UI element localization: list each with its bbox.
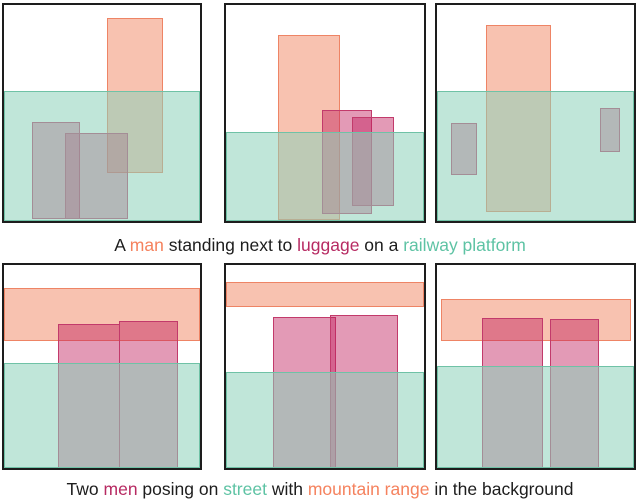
street-box: [226, 372, 424, 468]
caption-word: on a: [359, 235, 404, 255]
layout-panel-r1-c3: [435, 3, 636, 223]
caption-word: street: [223, 479, 267, 499]
caption-word: men: [103, 479, 138, 499]
mountain-range-box: [226, 282, 424, 307]
railway-platform-box: [437, 91, 634, 221]
figure-caption-1: A man standing next to luggage on a rail…: [0, 233, 640, 257]
street-box: [437, 366, 634, 468]
mountain-range-box: [4, 288, 200, 341]
layout-panel-r1-c1: [2, 3, 202, 223]
layout-panel-r2-c2: [224, 263, 426, 470]
layout-panel-r1-c2: [224, 3, 426, 223]
caption-word: standing next to: [163, 235, 298, 255]
caption-word: luggage: [297, 235, 360, 255]
caption-word: A: [114, 235, 130, 255]
caption-word: man: [129, 235, 164, 255]
mountain-range-box: [441, 299, 631, 341]
caption-word: posing on: [137, 479, 224, 499]
caption-word: railway platform: [403, 235, 526, 255]
caption-word: mountain range: [307, 479, 430, 499]
layout-panel-r2-c1: [2, 263, 202, 470]
caption-word: with: [266, 479, 308, 499]
railway-platform-box: [226, 132, 424, 221]
caption-word: Two: [66, 479, 104, 499]
caption-word: in the background: [429, 479, 574, 499]
layout-panel-r2-c3: [435, 263, 636, 470]
street-box: [4, 363, 200, 468]
railway-platform-box: [4, 91, 200, 221]
figure-caption-2: Two men posing on street with mountain r…: [0, 477, 640, 501]
